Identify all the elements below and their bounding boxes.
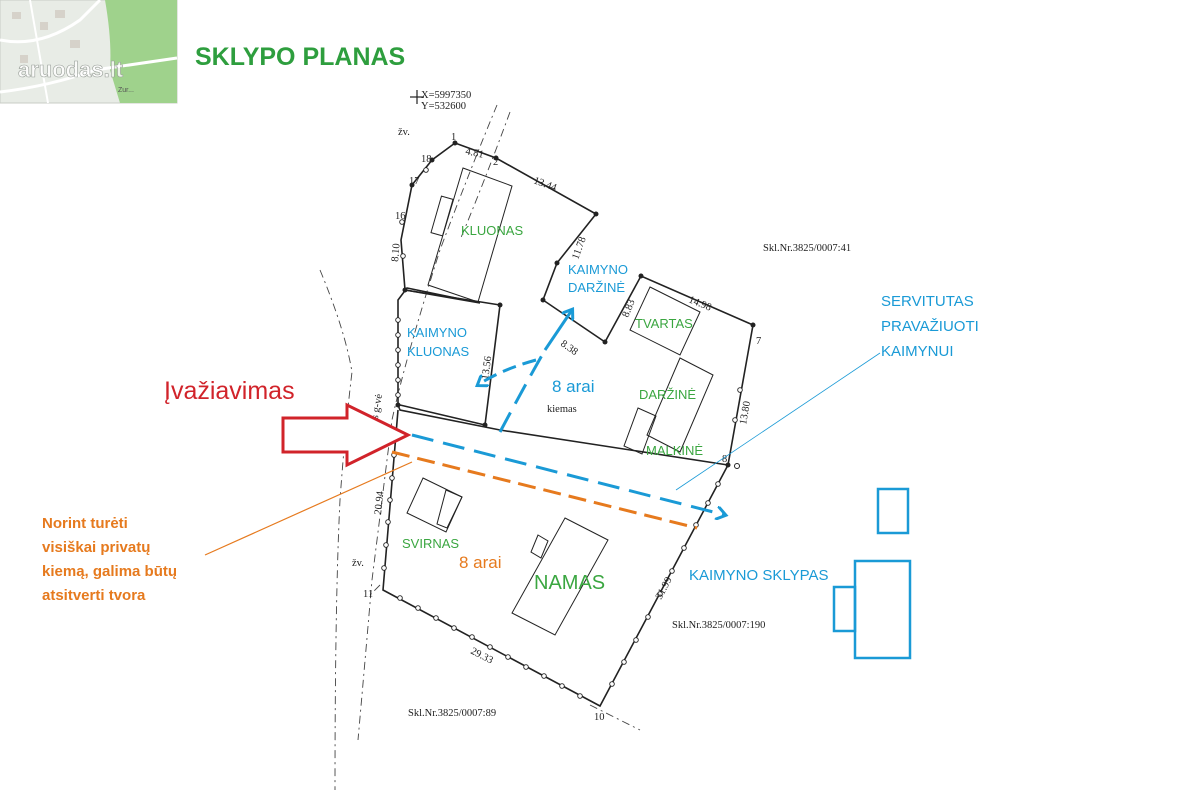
thumbnail-label: Zur... [118,87,134,94]
survey-point-labels: 1 2 7 8 10 11 16 17 18 žv. žv. [352,127,761,723]
label-kaimyno-kluonas-1: KAIMYNO [407,325,467,340]
coord-y: Y=532600 [421,101,466,112]
servitude-line-3: KAIMYNUI [881,343,954,360]
yard-label: kiemas [547,404,577,415]
zv-label-north: žv. [398,127,410,138]
coordinate-marker: X=5997350 Y=532600 [410,90,471,112]
thumbnail-map: Zur... aruodas.lt [0,0,178,104]
parcel-east: Skl.Nr.3825/0007:190 [672,620,765,631]
dim-20-94: 20.94 [373,490,386,515]
entrance-label: Įvažiavimas [164,377,295,405]
entrance-arrow [281,402,412,468]
boundary-vertices [395,140,756,468]
dim-4-81: 4.81 [464,146,484,161]
label-kaimyno-kluonas-2: KLUONAS [407,344,469,359]
label-kaimyno-darzine-2: DARŽINĖ [568,280,625,295]
point-8: 8 [722,454,727,465]
parcel-north: Skl.Nr.3825/0007:41 [763,243,851,254]
building-labels: KLUONAS KAIMYNO DARŽINĖ KAIMYNO KLUONAS … [402,223,829,594]
label-kluonas: KLUONAS [461,223,523,238]
fence-note-line-2: visiškai privatų [42,539,150,556]
fence-note: Norint turėti visiškai privatų kiemą, ga… [42,515,177,604]
point-8-marker [734,463,740,469]
fence-line [391,450,698,530]
fence-note-line-4: atsitverti tvora [42,587,146,604]
label-kaimyno-sklypas: KAIMYNO SKLYPAS [689,567,829,584]
dim-11-78: 11.78 [570,235,588,261]
dim-14-98: 14.98 [687,295,713,314]
point-10: 10 [594,712,605,723]
dim-8-10: 8.10 [390,243,403,262]
label-kaimyno-darzine-1: KAIMYNO [568,262,628,277]
label-darzine: DARŽINĖ [639,387,696,402]
road-lines [319,104,641,791]
boundary-points [381,167,743,699]
servitude-pointer [675,352,881,491]
parcel-south: Skl.Nr.3825/0007:89 [408,708,496,719]
label-namas: NAMAS [534,572,605,594]
parcel-labels: Skl.Nr.3825/0007:41 Skl.Nr.3825/0007:190… [408,243,851,719]
area-upper: 8 arai [552,377,595,396]
dim-13-44: 13.44 [532,175,559,194]
label-malkine: MALKINĖ [646,443,703,458]
label-svirnas: SVIRNAS [402,536,459,551]
dim-31-99: 31.99 [654,575,675,601]
point-16: 16 [395,211,406,222]
servitude-route [411,349,725,515]
fence-pointer [204,461,413,556]
fence-note-line-1: Norint turėti [42,515,128,532]
servitude-note: SERVITUTAS PRAVAŽIUOTI KAIMYNUI [881,293,979,360]
area-lower: 8 arai [459,553,502,572]
point-1: 1 [451,132,456,143]
servitude-arrows [478,310,572,385]
coord-x: X=5997350 [421,90,471,101]
upper-parcel-boundary [397,142,754,466]
page-title: SKLYPO PLANAS [195,43,405,71]
label-tvartas: TVARTAS [635,316,693,331]
point-2: 2 [493,157,498,168]
dim-13-80: 13.80 [738,400,753,425]
fence-note-line-3: kiemą, galima būtų [42,563,177,580]
servitude-line-1: SERVITUTAS [881,293,974,310]
neighbour-buildings [832,487,912,660]
dim-8-38: 8.38 [558,338,579,358]
building-outlines [406,167,714,636]
point-7: 7 [756,336,761,347]
servitude-line-2: PRAVAŽIUOTI [881,318,979,335]
zv-label-south: žv. [352,558,364,569]
point-17: 17 [409,176,420,187]
point-18: 18 [421,154,432,165]
point-11: 11 [363,589,373,600]
watermark-logo: aruodas.lt [18,57,124,82]
